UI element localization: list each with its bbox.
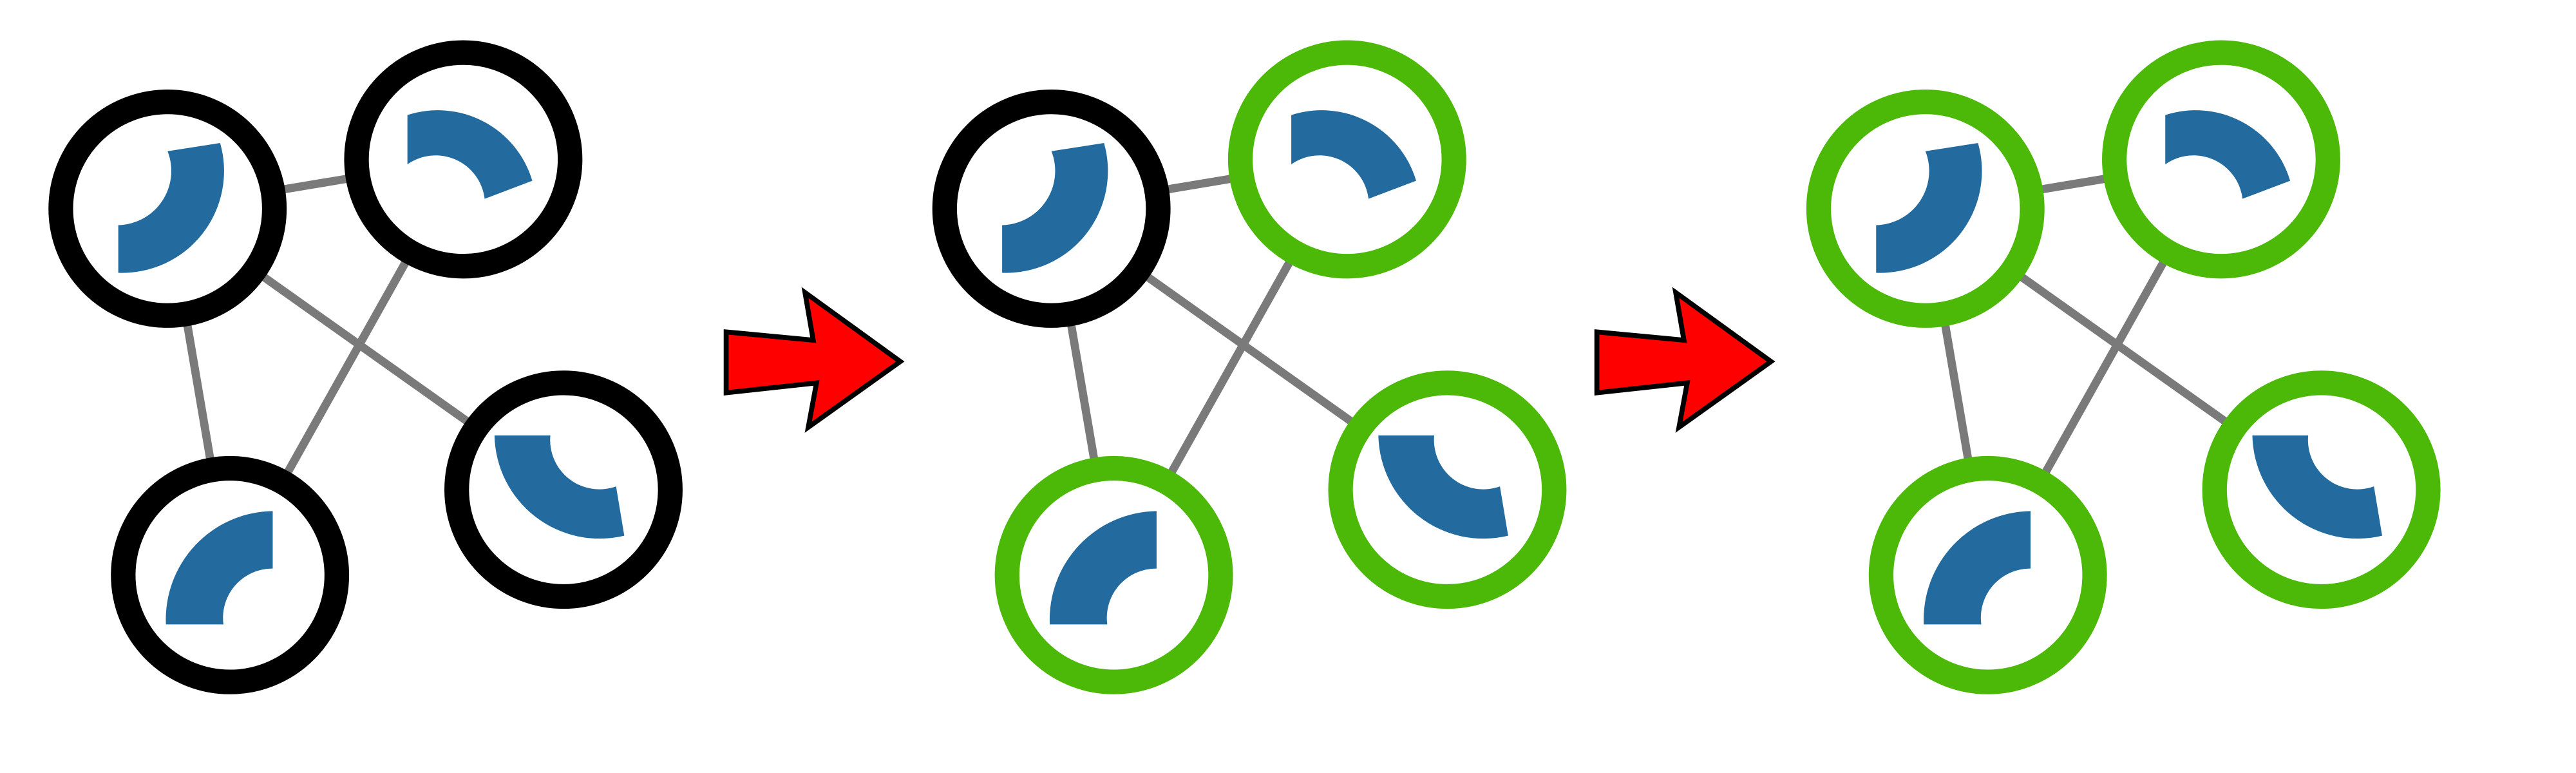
wedge-arc-left-top: [1924, 511, 2031, 625]
wedge-arc-bottom: [1378, 435, 1508, 539]
graph-stage-2: [932, 40, 1567, 694]
transition-arrow-1-icon: [723, 287, 905, 433]
wedge-arc-bottom: [2252, 435, 2382, 539]
wedge-arc-left-top: [166, 511, 273, 625]
node-top-left: [48, 90, 287, 328]
node-top-right: [2102, 40, 2340, 279]
node-bottom-left: [994, 455, 1233, 694]
graph-stage-3: [1806, 40, 2441, 694]
stages: [48, 40, 2441, 694]
node-bottom-right: [444, 370, 683, 609]
wedge-quarter-arc-right-bottom: [118, 142, 224, 273]
wedge-arc-top: [1291, 110, 1416, 199]
node-bottom-right: [1328, 370, 1567, 609]
node-top-right: [1227, 40, 1466, 279]
node-bottom-left: [1868, 455, 2107, 694]
node-top-left: [932, 90, 1171, 328]
wedge-quarter-arc-right-bottom: [1002, 142, 1108, 273]
node-bottom-left: [111, 455, 350, 694]
node-bottom-right: [2202, 370, 2441, 609]
node-top-right: [344, 40, 583, 279]
transition-arrow-2-icon: [1594, 287, 1776, 433]
node-top-left: [1806, 90, 2045, 328]
arrows: [723, 287, 1776, 433]
wedge-arc-left-top: [1049, 511, 1157, 625]
wedge-quarter-arc-right-bottom: [1876, 142, 1982, 273]
wedge-arc-top: [407, 110, 533, 199]
wedge-arc-bottom: [494, 435, 625, 539]
graph-stage-1: [48, 40, 683, 694]
wedge-arc-top: [2165, 110, 2291, 199]
